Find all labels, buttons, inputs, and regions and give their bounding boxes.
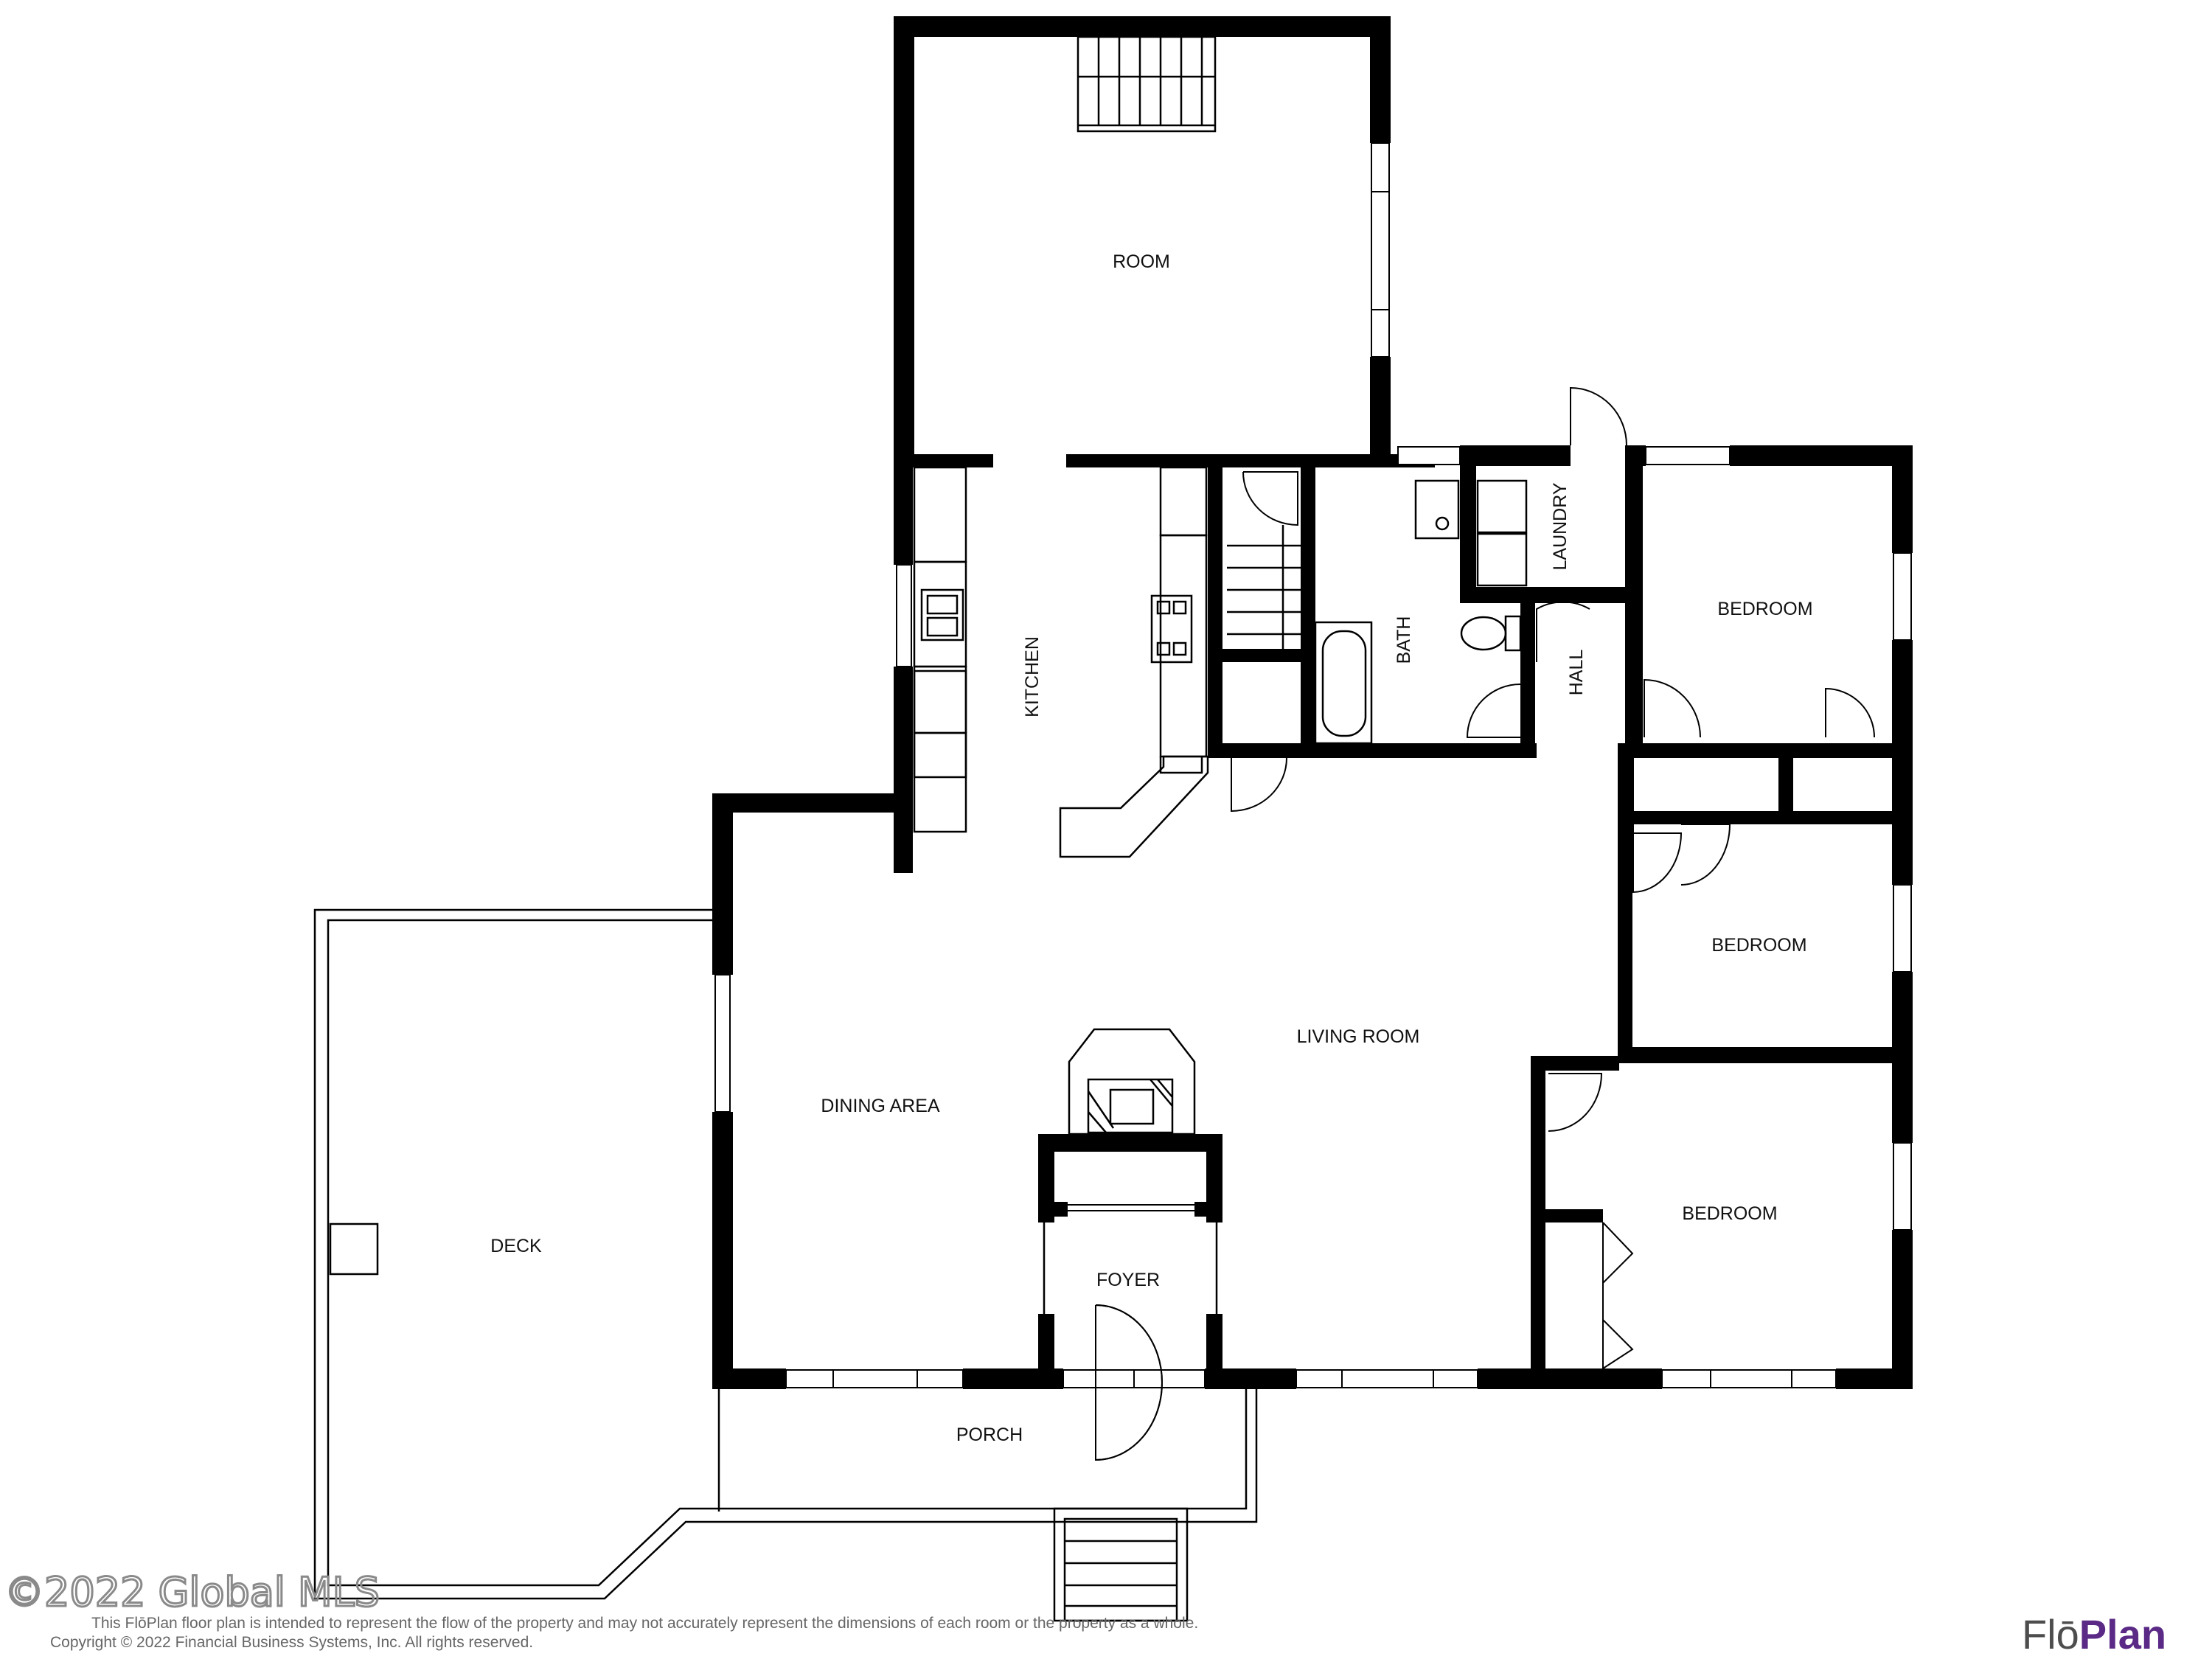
walls — [712, 16, 1913, 1389]
room-stairs-icon — [1077, 35, 1217, 133]
room-labels: ROOM KITCHEN BATH LAUNDRY HALL BEDROOM B… — [490, 251, 1812, 1445]
watermark: ©2022 Global MLS — [4, 1569, 380, 1615]
kitchen-counters — [913, 466, 1209, 858]
label-laundry: LAUNDRY — [1550, 482, 1571, 570]
label-bedroom-1: BEDROOM — [1717, 599, 1812, 619]
fireplace-icon — [1068, 1028, 1196, 1135]
porch-steps-icon — [1053, 1507, 1189, 1622]
deck-outline — [313, 908, 1258, 1600]
logo-part-1: Flō — [2022, 1611, 2079, 1658]
toilet-icon — [1460, 615, 1522, 652]
disclaimer-line-1: This FlōPlan floor plan is intended to r… — [91, 1615, 1198, 1632]
label-deck: DECK — [490, 1236, 542, 1256]
label-hall: HALL — [1566, 650, 1587, 696]
fixtures — [913, 35, 1528, 1314]
label-kitchen: KITCHEN — [1022, 636, 1043, 717]
logo-part-2: Plan — [2079, 1611, 2166, 1658]
stove-icon — [1150, 594, 1193, 664]
interior-stairs-icon — [1227, 525, 1301, 649]
floplan-logo: FlōPlan — [2022, 1611, 2166, 1658]
svg-text:FlōPlan: FlōPlan — [2022, 1611, 2166, 1658]
label-bedroom-3: BEDROOM — [1682, 1203, 1777, 1224]
label-foyer: FOYER — [1096, 1270, 1160, 1290]
windows — [714, 142, 1912, 1388]
doors — [1068, 386, 1875, 1461]
kitchen-sink-icon — [920, 588, 964, 641]
label-bath: BATH — [1394, 616, 1414, 664]
label-porch: PORCH — [956, 1425, 1023, 1445]
label-living-room: LIVING ROOM — [1297, 1026, 1420, 1047]
label-bedroom-2: BEDROOM — [1711, 935, 1806, 956]
bathtub-icon — [1314, 621, 1373, 745]
label-dining-area: DINING AREA — [821, 1096, 939, 1116]
disclaimer-line-2: Copyright © 2022 Financial Business Syst… — [50, 1634, 533, 1651]
deck-post-icon — [329, 1222, 379, 1276]
bath-sink-icon — [1414, 479, 1460, 540]
washer-dryer-icon — [1476, 479, 1528, 587]
label-room: ROOM — [1113, 251, 1170, 272]
